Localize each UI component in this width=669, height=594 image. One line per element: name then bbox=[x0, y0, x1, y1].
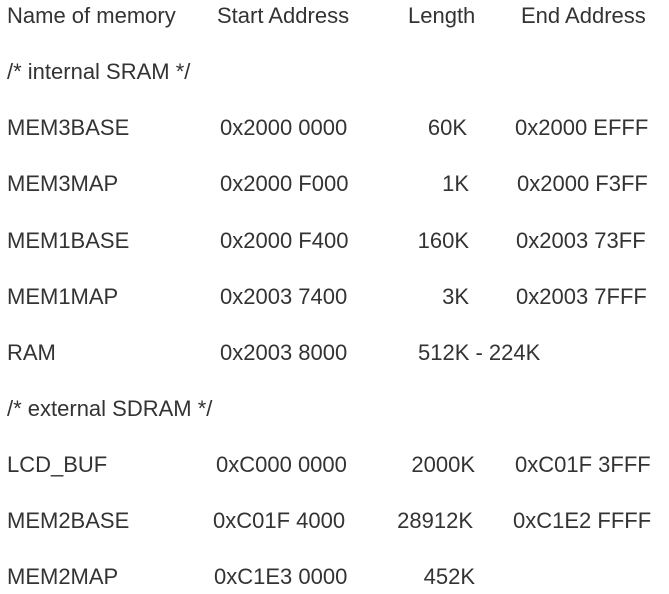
header-end-address: End Address bbox=[521, 3, 646, 28]
header-length: Length bbox=[408, 3, 476, 28]
length: 28912K bbox=[397, 508, 473, 533]
header-start-address: Start Address bbox=[217, 3, 350, 28]
start-address: 0x2003 7400 bbox=[220, 284, 348, 309]
start-address: 0x2000 F400 bbox=[220, 228, 349, 253]
table-row: MEM2BASE 0xC01F 4000 28912K 0xC1E2 FFFF bbox=[0, 506, 669, 536]
section-comment: /* internal SRAM */ bbox=[7, 59, 191, 84]
table-row: MEM1BASE 0x2000 F400 160K 0x2003 73FF bbox=[0, 226, 669, 256]
length: 60K bbox=[427, 115, 467, 140]
end-address: 0xC01F 3FFF bbox=[515, 452, 651, 477]
memory-name: LCD_BUF bbox=[7, 452, 108, 477]
table-row: RAM 0x2003 8000 512K - 224K bbox=[0, 338, 669, 368]
length: 512K - 224K bbox=[418, 340, 541, 365]
start-address: 0x2003 8000 bbox=[220, 340, 348, 365]
table-row: MEM3MAP 0x2000 F000 1K 0x2000 F3FF bbox=[0, 169, 669, 199]
table-row: MEM2MAP 0xC1E3 0000 452K bbox=[0, 562, 669, 592]
table-row: MEM3BASE 0x2000 0000 60K 0x2000 EFFF bbox=[0, 113, 669, 143]
memory-name: MEM2BASE bbox=[7, 508, 130, 533]
memory-name: MEM2MAP bbox=[7, 564, 119, 589]
length: 2000K bbox=[411, 452, 475, 477]
end-address: 0xC1E2 FFFF bbox=[513, 508, 652, 533]
start-address: 0xC1E3 0000 bbox=[214, 564, 348, 589]
start-address: 0x2000 0000 bbox=[220, 115, 348, 140]
end-address: 0x2000 F3FF bbox=[517, 171, 648, 196]
end-address: 0x2003 73FF bbox=[516, 228, 646, 253]
length: 160K bbox=[417, 228, 469, 253]
length: 1K bbox=[442, 171, 469, 196]
length: 452K bbox=[423, 564, 475, 589]
table-row: LCD_BUF 0xC000 0000 2000K 0xC01F 3FFF bbox=[0, 450, 669, 480]
table-row: MEM1MAP 0x2003 7400 3K 0x2003 7FFF bbox=[0, 282, 669, 312]
end-address: 0x2000 EFFF bbox=[515, 115, 649, 140]
header-name: Name of memory bbox=[7, 3, 176, 28]
end-address: 0x2003 7FFF bbox=[516, 284, 647, 309]
start-address: 0xC01F 4000 bbox=[213, 508, 346, 533]
start-address: 0xC000 0000 bbox=[216, 452, 347, 477]
section-external-sdram: /* external SDRAM */ bbox=[0, 394, 669, 424]
header-row: Name of memory Start Address Length End … bbox=[0, 1, 669, 31]
memory-name: MEM3MAP bbox=[7, 171, 119, 196]
memory-name: MEM1MAP bbox=[7, 284, 119, 309]
section-comment: /* external SDRAM */ bbox=[7, 396, 213, 421]
section-internal-sram: /* internal SRAM */ bbox=[0, 57, 669, 87]
start-address: 0x2000 F000 bbox=[220, 171, 349, 196]
memory-name: MEM3BASE bbox=[7, 115, 130, 140]
memory-name: RAM bbox=[7, 340, 56, 365]
memory-name: MEM1BASE bbox=[7, 228, 130, 253]
length: 3K bbox=[442, 284, 469, 309]
